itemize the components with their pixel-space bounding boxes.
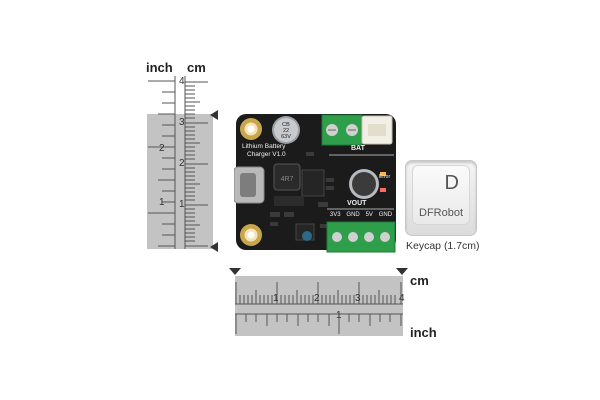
cm-tick-3-vertical: 3 bbox=[179, 117, 185, 128]
pin-label: GND bbox=[378, 212, 393, 218]
horizontal-ruler-band bbox=[235, 276, 403, 336]
cm-tick-3-horizontal: 3 bbox=[355, 293, 361, 304]
vertical-ruler bbox=[147, 76, 218, 252]
pin-label: 5V bbox=[365, 212, 373, 218]
vout-pin-labels: 3V3 GND 5V GND bbox=[327, 212, 395, 218]
mounting-hole-top bbox=[240, 118, 262, 140]
vertical-ruler-band bbox=[147, 114, 213, 249]
charger-board-artwork: 4R7 bbox=[234, 114, 396, 253]
cap-text-2: 22 bbox=[282, 128, 290, 134]
cm-tick-1-vertical: 1 bbox=[179, 199, 185, 210]
horizontal-ruler bbox=[229, 268, 408, 336]
left-marker-arrow bbox=[229, 268, 241, 275]
inch-label-vertical: inch bbox=[146, 60, 173, 75]
cm-label-horizontal: cm bbox=[410, 273, 429, 288]
board-title-line-2: Charger V1.0 bbox=[247, 151, 286, 158]
vout-label: VOUT bbox=[347, 200, 367, 207]
board-title-line-1: Lithium Battery bbox=[242, 143, 286, 150]
bottom-marker-arrow bbox=[210, 242, 218, 252]
top-marker-arrow bbox=[210, 110, 218, 120]
inch-label-horizontal: inch bbox=[410, 325, 437, 340]
svg-text:4R7: 4R7 bbox=[281, 176, 294, 183]
cm-tick-2-vertical: 2 bbox=[179, 158, 185, 169]
bat-label: BAT bbox=[351, 145, 365, 152]
pin-label: GND bbox=[346, 212, 360, 218]
keycap-letter: D bbox=[444, 172, 459, 194]
cm-tick-2-horizontal: 2 bbox=[314, 293, 320, 304]
charger-board: 4R7 bbox=[234, 112, 402, 254]
inch-tick-2-vertical: 1 bbox=[159, 197, 165, 208]
keycap: D DFRobot bbox=[405, 160, 477, 236]
mounting-hole-bottom bbox=[240, 224, 262, 246]
keycap-top: D DFRobot bbox=[412, 165, 470, 225]
board-title: Lithium Battery Charger V1.0 bbox=[242, 143, 286, 159]
cm-label-vertical: cm bbox=[187, 60, 206, 75]
capacitor-text: CB 22 63V bbox=[276, 122, 296, 140]
inch-tick-1-vertical: 2 bbox=[159, 143, 165, 154]
keycap-brand: DFRobot bbox=[419, 207, 464, 219]
cm-tick-1-horizontal: 1 bbox=[273, 293, 279, 304]
cm-tick-4-vertical: 4 bbox=[179, 76, 185, 87]
inch-tick-1-horizontal: 1 bbox=[336, 310, 342, 321]
cap-text-3: 63V bbox=[281, 134, 291, 140]
cm-tick-4-horizontal: 4 bbox=[399, 293, 405, 304]
chip-main bbox=[301, 169, 325, 197]
cap-text-1: CB bbox=[282, 122, 290, 128]
keycap-caption: Keycap (1.7cm) bbox=[406, 240, 480, 252]
error-label: Error bbox=[379, 174, 391, 180]
right-marker-arrow bbox=[396, 268, 408, 275]
pin-label: 3V3 bbox=[329, 212, 341, 218]
